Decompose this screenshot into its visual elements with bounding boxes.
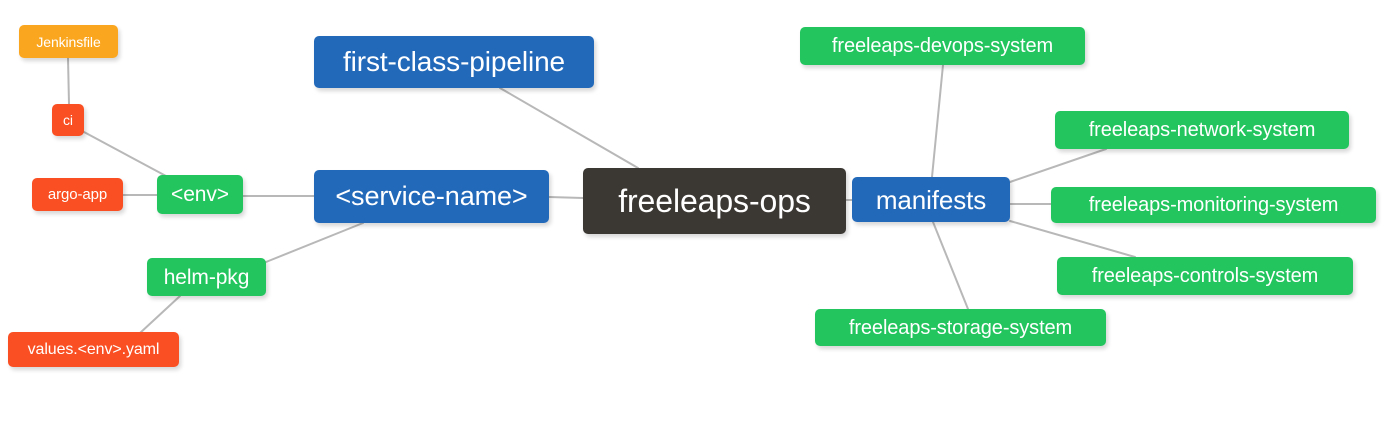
node-argo-app[interactable]: argo-app [32,178,123,211]
node-helm-pkg[interactable]: helm-pkg [147,258,266,296]
node-label-argo-app: argo-app [47,186,108,203]
node-values-yaml[interactable]: values.<env>.yaml [8,332,179,367]
node-label-helm-pkg: helm-pkg [163,265,250,289]
node-label-freeleaps-devops-system: freeleaps-devops-system [831,35,1054,57]
edge-service-name-helm-pkg [265,222,364,263]
node-label-freeleaps-storage-system: freeleaps-storage-system [848,316,1073,339]
edge-manifests-network [1009,148,1107,183]
node-label-ci: ci [63,112,73,128]
node-ci[interactable]: ci [52,104,84,136]
node-freeleaps-network-system[interactable]: freeleaps-network-system [1055,111,1349,149]
node-label-env: <env> [171,183,229,206]
node-freeleaps-ops[interactable]: freeleaps-ops [583,168,846,234]
node-label-service-name: <service-name> [335,181,528,211]
node-label-freeleaps-network-system: freeleaps-network-system [1088,119,1316,141]
node-freeleaps-storage-system[interactable]: freeleaps-storage-system [815,309,1106,346]
edge-manifests-controls [1009,220,1136,258]
node-freeleaps-controls-system[interactable]: freeleaps-controls-system [1057,257,1353,295]
node-env[interactable]: <env> [157,175,243,214]
node-jenkinsfile[interactable]: Jenkinsfile [19,25,118,58]
node-label-jenkinsfile: Jenkinsfile [36,33,101,50]
node-label-freeleaps-monitoring-system: freeleaps-monitoring-system [1088,194,1339,216]
edge-manifests-devops [931,64,944,178]
node-manifests[interactable]: manifests [852,177,1010,222]
node-service-name[interactable]: <service-name> [314,170,549,223]
node-freeleaps-monitoring-system[interactable]: freeleaps-monitoring-system [1051,187,1376,223]
node-label-freeleaps-ops: freeleaps-ops [618,183,811,219]
node-label-freeleaps-controls-system: freeleaps-controls-system [1091,265,1319,287]
node-freeleaps-devops-system[interactable]: freeleaps-devops-system [800,27,1085,65]
edge-pipeline-ops [499,87,639,169]
node-label-manifests: manifests [875,184,987,215]
edge-jenkinsfile-ci [67,57,70,105]
edge-helm-pkg-values-yaml [139,295,181,334]
node-label-first-class-pipeline: first-class-pipeline [342,46,566,77]
edge-service-name-ops [548,196,584,199]
edge-manifests-storage [932,221,969,310]
node-first-class-pipeline[interactable]: first-class-pipeline [314,36,594,88]
edge-ci-env [83,131,167,177]
node-label-values-yaml: values.<env>.yaml [27,340,160,358]
